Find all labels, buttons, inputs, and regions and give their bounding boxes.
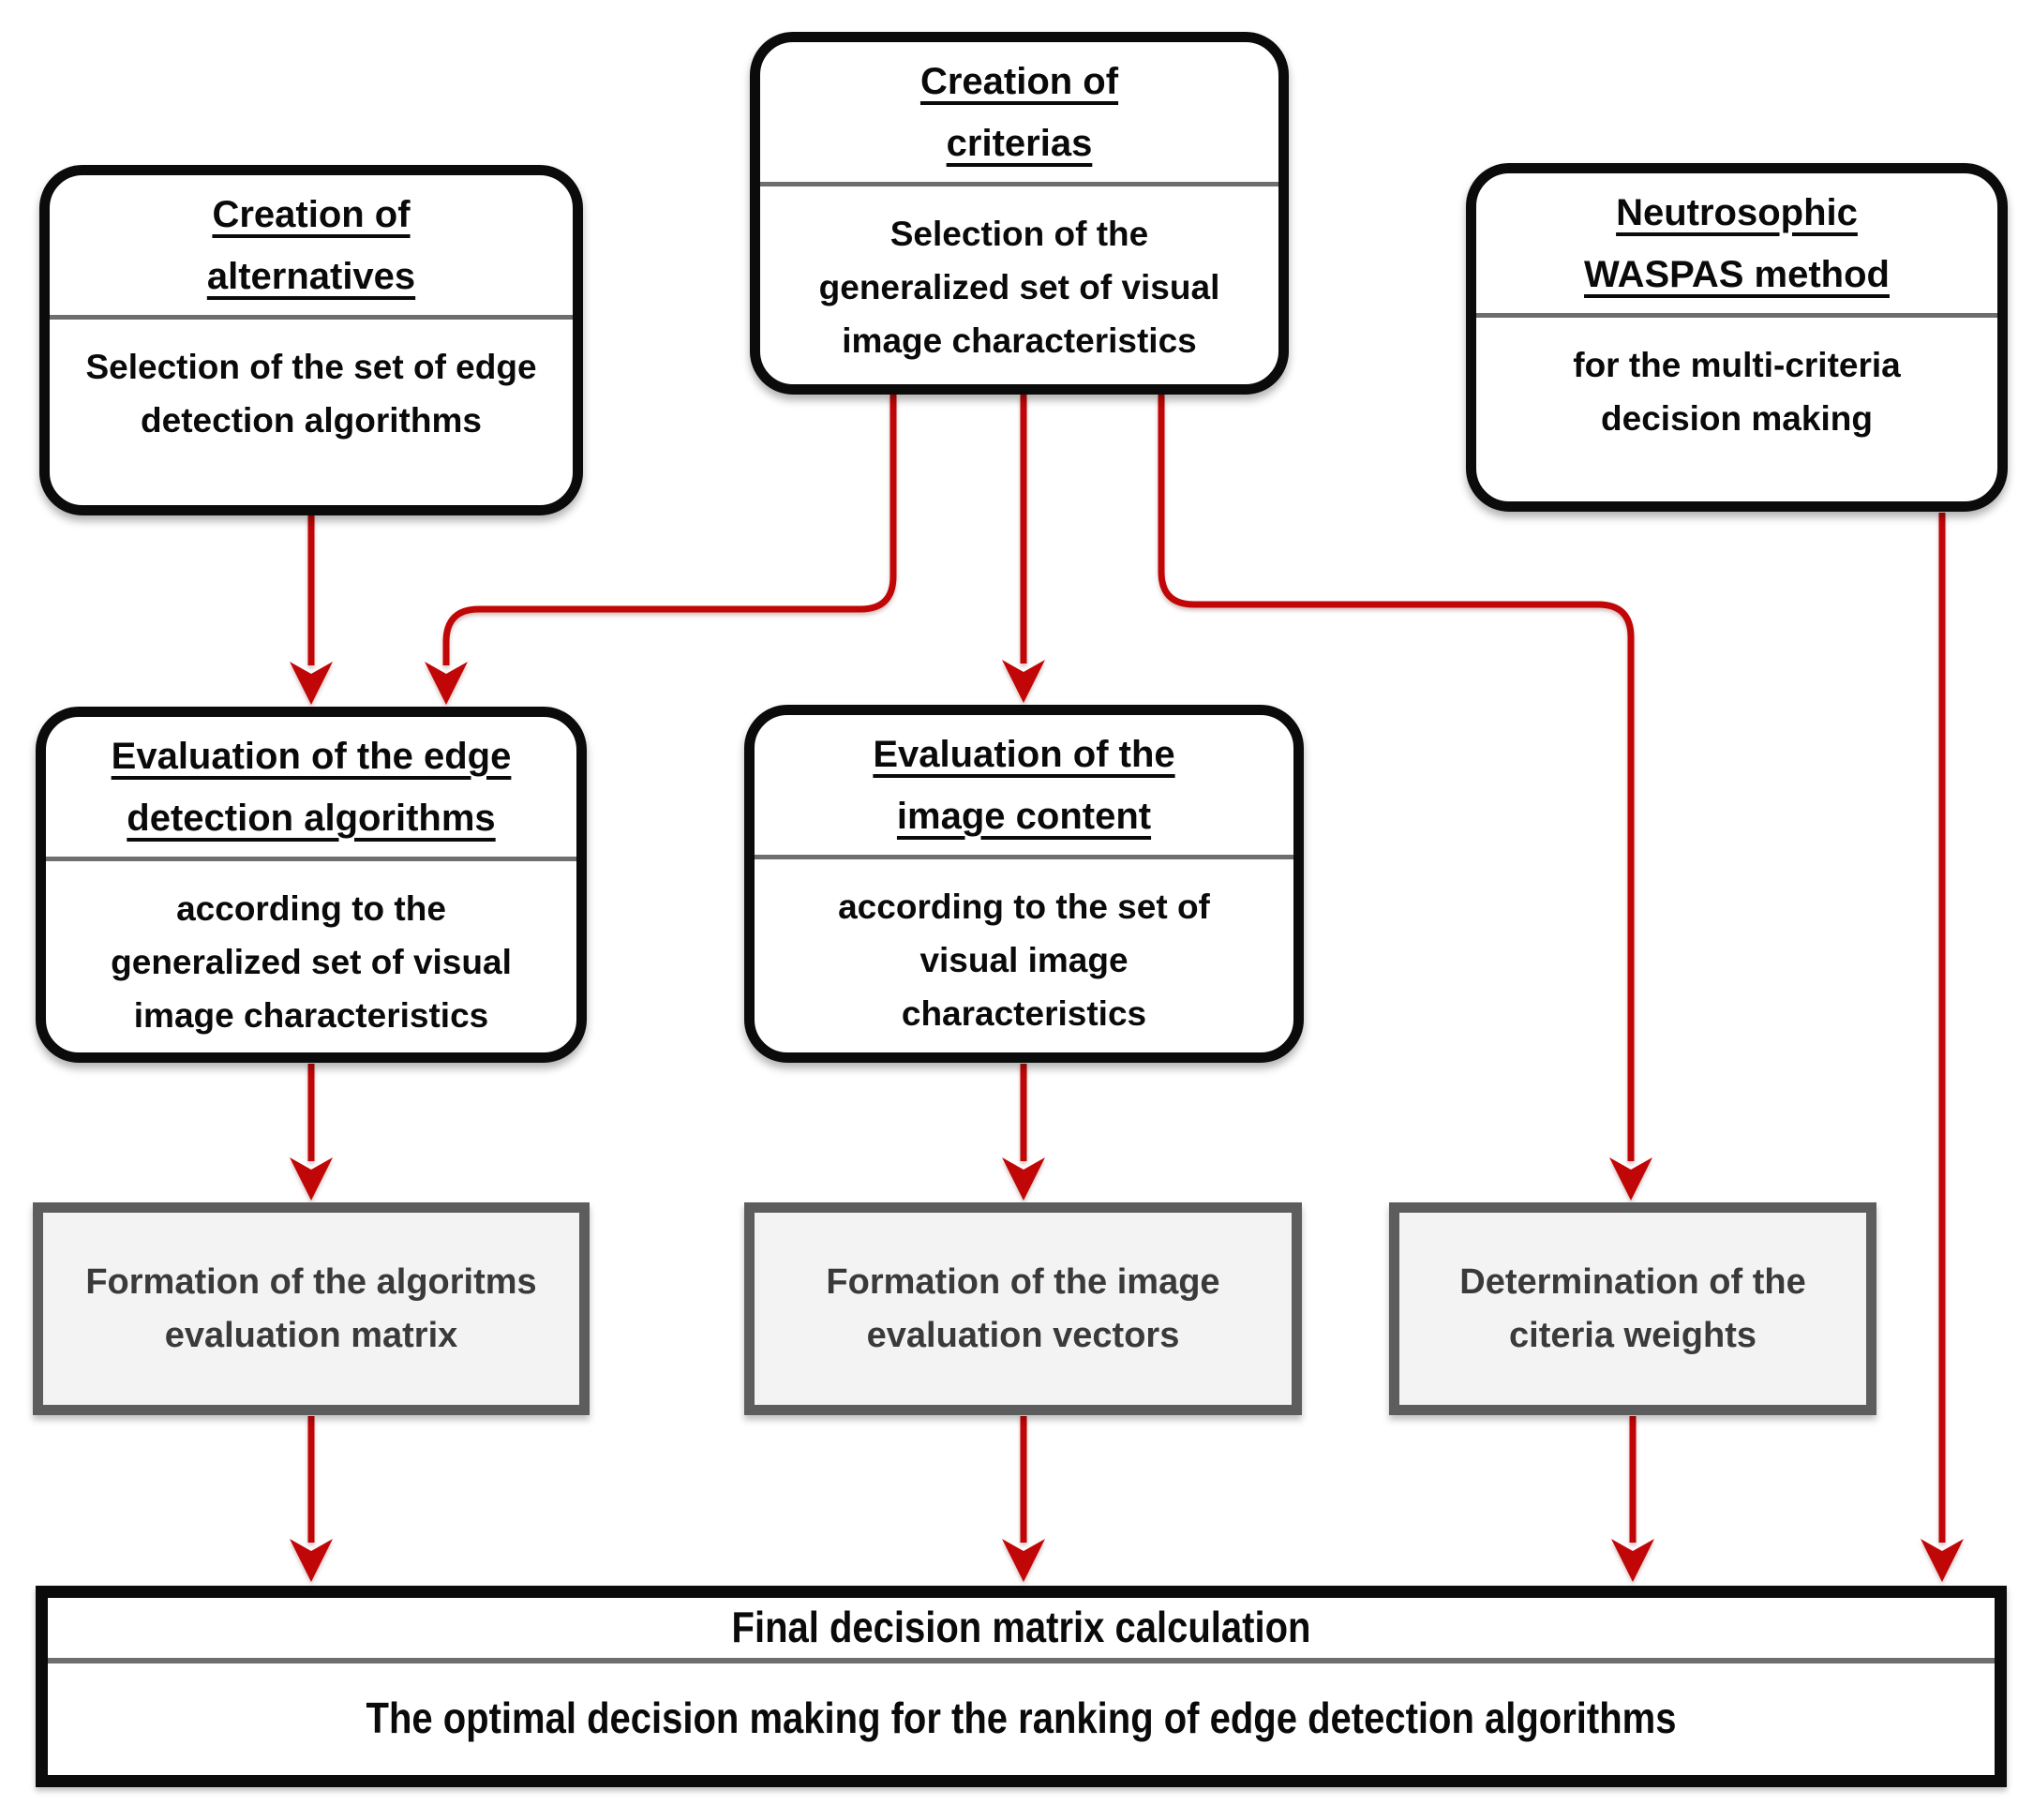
title-line: criterias bbox=[946, 122, 1093, 164]
box-title: Evaluation of the edge detection algorit… bbox=[46, 717, 576, 861]
box-formation-of-algorithms-evaluation-matrix: Formation of the algoritms evaluation ma… bbox=[33, 1202, 590, 1415]
body-line: Formation of the image bbox=[826, 1261, 1220, 1302]
box-body: according to the set of visual image cha… bbox=[755, 859, 1293, 1040]
title-line: image content bbox=[896, 795, 1152, 837]
arrow-criterias-to-eval-alg bbox=[442, 395, 897, 665]
arrowhead-icon bbox=[1611, 1539, 1654, 1582]
body-line: evaluation matrix bbox=[164, 1315, 458, 1355]
box-formation-of-image-evaluation-vectors: Formation of the image evaluation vector… bbox=[744, 1202, 1302, 1415]
body-line: detection algorithms bbox=[141, 401, 482, 440]
body-line: characteristics bbox=[901, 994, 1147, 1033]
title-line: Evaluation of the bbox=[873, 733, 1175, 775]
title-line: Creation of bbox=[919, 60, 1119, 102]
body-line: visual image bbox=[919, 941, 1129, 979]
title-line: Evaluation of the edge bbox=[111, 735, 512, 777]
arrowhead-icon bbox=[425, 662, 468, 705]
box-evaluation-of-image-content: Evaluation of the image content accordin… bbox=[744, 705, 1304, 1063]
body-line: Selection of the set of edge bbox=[85, 348, 537, 386]
final-box-title-section: Final decision matrix calculation bbox=[48, 1598, 1995, 1663]
title-line: WASPAS method bbox=[1584, 253, 1890, 295]
title-line: alternatives bbox=[206, 255, 416, 297]
final-body: The optimal decision making for the rank… bbox=[366, 1694, 1677, 1743]
body-line: Determination of the bbox=[1459, 1261, 1806, 1302]
box-title: Evaluation of the image content bbox=[755, 715, 1293, 859]
title-line: detection algorithms bbox=[127, 797, 496, 839]
box-body: for the multi-criteria decision making bbox=[1476, 318, 1997, 445]
box-neutrosophic-waspas-method: Neutrosophic WASPAS method for the multi… bbox=[1466, 163, 2008, 512]
body-line: generalized set of visual bbox=[818, 268, 1220, 306]
title-line: Creation of bbox=[212, 193, 411, 235]
final-title: Final decision matrix calculation bbox=[731, 1604, 1311, 1651]
body-line: citeria weights bbox=[1509, 1315, 1756, 1355]
body-line: according to the set of bbox=[838, 888, 1210, 926]
body-line: Formation of the algoritms bbox=[85, 1261, 537, 1302]
body-line: image characteristics bbox=[133, 996, 489, 1035]
box-title: Neutrosophic WASPAS method bbox=[1476, 173, 1997, 318]
arrow-criterias-to-weights bbox=[1158, 395, 1635, 1161]
arrowhead-icon bbox=[1002, 660, 1045, 703]
arrowhead-icon bbox=[1609, 1157, 1652, 1201]
box-final-decision: Final decision matrix calculation The op… bbox=[36, 1586, 2007, 1787]
final-box-body-section: The optimal decision making for the rank… bbox=[48, 1663, 1995, 1775]
box-title: Creation of alternatives bbox=[50, 175, 573, 320]
body-line: evaluation vectors bbox=[866, 1315, 1180, 1355]
arrowhead-icon bbox=[1002, 1157, 1045, 1201]
box-evaluation-of-edge-detection-algorithms: Evaluation of the edge detection algorit… bbox=[36, 707, 587, 1063]
arrowhead-icon bbox=[1921, 1539, 1964, 1582]
arrowhead-icon bbox=[290, 662, 333, 705]
body-line: generalized set of visual bbox=[111, 943, 512, 981]
body-line: decision making bbox=[1601, 399, 1873, 438]
box-creation-of-alternatives: Creation of alternatives Selection of th… bbox=[39, 165, 583, 515]
box-body: according to the generalized set of visu… bbox=[46, 861, 576, 1042]
title-line: Neutrosophic bbox=[1616, 191, 1858, 233]
arrowhead-icon bbox=[290, 1539, 333, 1582]
box-title: Creation of criterias bbox=[760, 42, 1278, 186]
body-line: according to the bbox=[176, 889, 446, 928]
box-determination-of-criteria-weights: Determination of the citeria weights bbox=[1389, 1202, 1876, 1415]
box-body: Selection of the generalized set of visu… bbox=[760, 186, 1278, 367]
body-line: for the multi-criteria bbox=[1573, 346, 1901, 384]
arrowhead-icon bbox=[1002, 1539, 1045, 1582]
box-body: Selection of the set of edge detection a… bbox=[50, 320, 573, 447]
body-line: image characteristics bbox=[842, 321, 1197, 360]
body-line: Selection of the bbox=[889, 215, 1149, 253]
box-creation-of-criterias: Creation of criterias Selection of the g… bbox=[750, 32, 1289, 395]
arrowhead-icon bbox=[290, 1157, 333, 1201]
